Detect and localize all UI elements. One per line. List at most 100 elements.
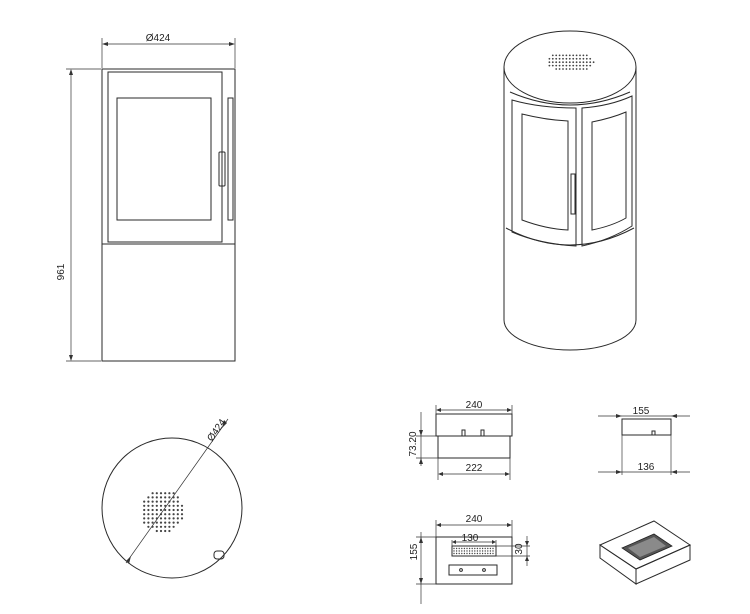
perforation-hole [558,64,561,67]
perforation-hole [582,68,585,70]
perforation-hole [575,57,578,60]
burner-hole [468,547,471,550]
insert-front-body [437,435,511,459]
side-glass [227,97,234,221]
perforation-hole [164,500,167,503]
perforation-hole [176,496,179,499]
perforation-hole [151,508,154,512]
burner-hole [484,547,486,550]
perforation-hole [562,68,564,70]
burner-hole [461,552,463,555]
perforation-hole [176,500,179,503]
perforation-hole [592,61,595,64]
perforation-hole [572,57,575,60]
perforation-hole [143,521,146,524]
front-door [107,71,223,243]
perforation-hole [555,61,558,64]
top-view-perforation [143,492,184,533]
burner-hole [479,547,481,550]
perforation-hole [159,529,163,533]
perforation-hole [168,508,171,512]
perforation-hole [168,504,171,507]
perforation-hole [172,504,175,507]
perforation-hole [551,61,554,64]
stove-3d-view [503,30,637,351]
perforation-hole [565,54,568,57]
burner-hole [476,552,479,555]
burner-hole [466,550,468,552]
burner-hole [458,547,460,550]
insert-top-width-label: 240 [466,514,483,525]
perforation-hole [151,496,154,499]
burner-hole [474,552,476,555]
perforation-hole [151,500,154,503]
perforation-hole [147,525,150,528]
burner-hole [484,550,486,552]
perforation-hole [582,54,585,57]
insert-front-height-label: 73.20 [408,431,419,456]
perforation-hole [147,504,150,507]
burner-hole [484,552,486,555]
burner-hole [461,547,463,550]
perforation-hole [168,496,171,499]
perforation-hole [155,492,158,495]
perforation-hole [164,517,167,520]
perforation-hole [582,61,585,64]
burner-hole [471,547,473,550]
perforation-hole [575,64,578,67]
perforation-hole [172,521,175,524]
perforation-hole [575,61,578,64]
insert-side-width-label: 155 [633,406,650,417]
burner-hole [479,552,481,555]
burner-hole [458,550,460,552]
perforation-hole [147,500,150,503]
perforation-hole [589,61,592,64]
perforation-hole [143,513,146,516]
insert-front-top [435,413,513,437]
burner-hole [461,550,463,552]
perforation-hole [180,504,184,507]
perforation-hole [143,517,146,520]
perforation-hole [548,61,551,64]
perforation-hole [151,521,154,524]
perforation-hole [147,513,150,516]
perforation-hole [558,61,561,64]
perforation-hole [159,500,163,503]
insert-front-width-label: 240 [466,400,483,411]
burner-hole [476,547,479,550]
burner-hole [463,552,466,555]
perforation-hole [582,57,585,60]
perforation-hole [176,521,179,524]
perforation-hole [555,54,558,57]
perforation-hole [172,508,175,512]
perforation-hole [159,504,163,507]
insert-lower-panel [448,564,498,576]
perforation-hole [147,508,150,512]
iso-door-glass [521,113,569,231]
perforation-hole [151,513,154,516]
perforation-hole [572,64,575,67]
perforation-hole [147,517,150,520]
perforation-hole [555,68,558,70]
perforation-hole [568,57,571,60]
top-view-handle [213,550,225,560]
perforation-hole [164,496,167,499]
perforation-hole [558,54,561,57]
perforation-hole [172,525,175,528]
bottom-arc [503,319,637,351]
perforation-hole [143,500,146,503]
perforation-hole [172,517,175,520]
perforation-hole [143,508,146,512]
perforation-hole [176,513,179,516]
perforation-hole [562,64,564,67]
perforation-hole [582,64,585,67]
perforation-hole [159,525,163,528]
perforation-hole [155,508,158,512]
perforation-hole [172,500,175,503]
front-elevation-view: Ø424 961 [56,33,236,362]
front-height-label: 961 [56,263,67,280]
perforation-hole [164,508,167,512]
perforation-hole [168,521,171,524]
perforation-hole [565,68,568,70]
perforation-hole [585,54,588,57]
